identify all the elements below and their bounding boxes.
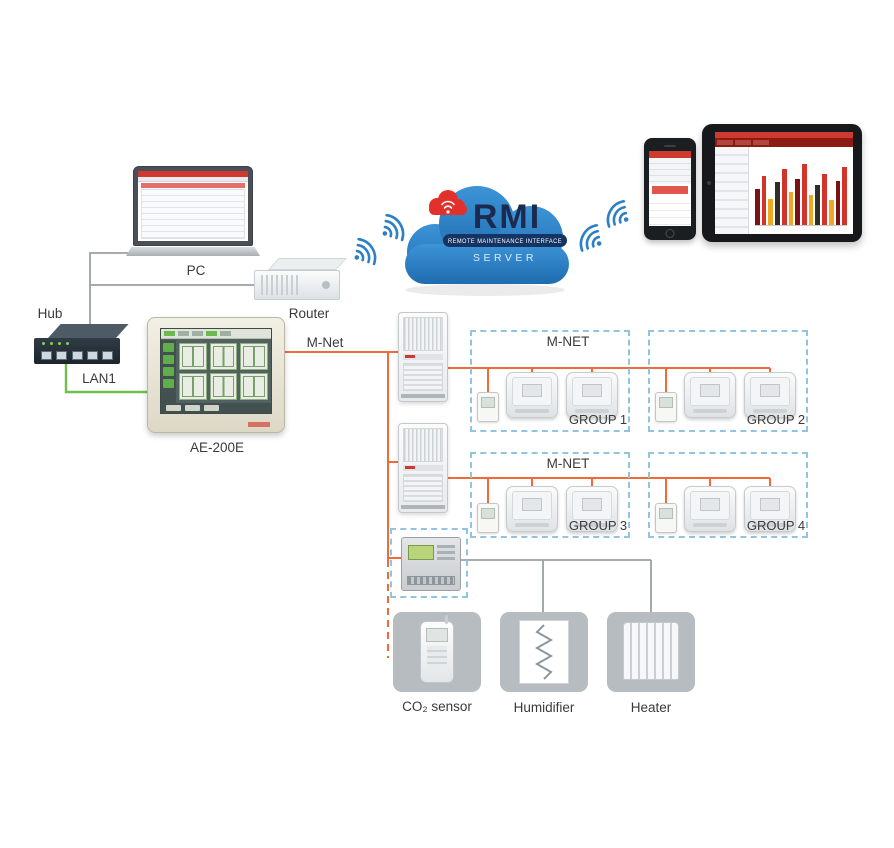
lan-wire (64, 364, 147, 394)
wifi-icon (601, 196, 637, 235)
cloud-shadow (405, 284, 565, 296)
humidifier-media (534, 624, 554, 680)
remote-controller (477, 503, 499, 533)
co2-sensor-card (393, 612, 481, 692)
ae200e-controller (147, 317, 285, 433)
wifi-icon (441, 200, 455, 214)
group-3-box (470, 452, 630, 538)
heater-card (607, 612, 695, 692)
router-label: Router (288, 306, 330, 321)
group-2-box (648, 330, 808, 432)
rmi-cloud-server: RMI REMOTE MAINTENANCE INTERFACE SERVER (405, 186, 569, 296)
ceiling-cassette (506, 486, 558, 532)
phone-home-button (665, 229, 675, 238)
io-controller-lcd (408, 545, 434, 560)
outdoor-unit-2 (398, 423, 448, 513)
mnet-bus-label-3: M-NET (546, 456, 590, 471)
cloud-banner (443, 234, 567, 247)
remote-controller (477, 392, 499, 422)
ethernet-wires (89, 252, 652, 612)
ceiling-cassette (744, 486, 796, 532)
heater-radiator (623, 622, 679, 680)
lan1-label: LAN1 (82, 371, 116, 386)
ceiling-cassette (684, 486, 736, 532)
mnet-bus-label-1: M-NET (546, 334, 590, 349)
outdoor-unit-1 (398, 312, 448, 402)
rmi-cloud-icon (429, 190, 467, 215)
co2-sensor-device (420, 615, 454, 683)
laptop-screen (133, 166, 253, 246)
cloud-brand-text: RMI (473, 198, 541, 236)
wifi-icon (345, 234, 382, 273)
tablet-bar-chart (755, 159, 848, 226)
io-controller (401, 537, 461, 591)
remote-controller (655, 503, 677, 533)
mnet-trunk-label: M-Net (306, 335, 344, 350)
hub-ports (41, 351, 113, 360)
group-1-box (470, 330, 630, 432)
ae200e-touchscreen (160, 328, 272, 414)
io-controller-box (390, 528, 468, 598)
remote-controller (655, 392, 677, 422)
ceiling-cassette (684, 372, 736, 418)
co2-sensor-label: CO₂ sensor (402, 699, 472, 714)
hub-leds (42, 342, 69, 345)
router-device (254, 258, 347, 304)
humidifier-label: Humidifier (513, 700, 575, 715)
mnet-wires (285, 351, 771, 560)
humidifier-card (500, 612, 588, 692)
hub-label: Hub (37, 306, 63, 321)
group-3-label: GROUP 3 (568, 518, 628, 533)
pc-laptop (126, 166, 260, 258)
ceiling-cassette (566, 372, 618, 418)
group-4-label: GROUP 4 (746, 518, 806, 533)
laptop-base (126, 247, 260, 256)
group-2-label: GROUP 2 (746, 412, 806, 427)
smartphone (644, 138, 696, 240)
pc-label: PC (186, 263, 206, 278)
tablet-camera (707, 181, 711, 185)
smartphone-screen (649, 151, 691, 226)
group-4-box (648, 452, 808, 538)
hub-switch (34, 324, 129, 368)
ae200e-label: AE-200E (189, 440, 245, 455)
tablet-screen (715, 132, 853, 234)
heater-label: Heater (630, 700, 672, 715)
tablet (702, 124, 862, 242)
cloud-tagline-text: REMOTE MAINTENANCE INTERFACE (448, 238, 562, 245)
ceiling-cassette (744, 372, 796, 418)
ceiling-cassette (506, 372, 558, 418)
ceiling-cassette (566, 486, 618, 532)
humidifier-device (519, 620, 569, 684)
group-1-label: GROUP 1 (568, 412, 628, 427)
cloud-role-text: SERVER (473, 252, 537, 264)
